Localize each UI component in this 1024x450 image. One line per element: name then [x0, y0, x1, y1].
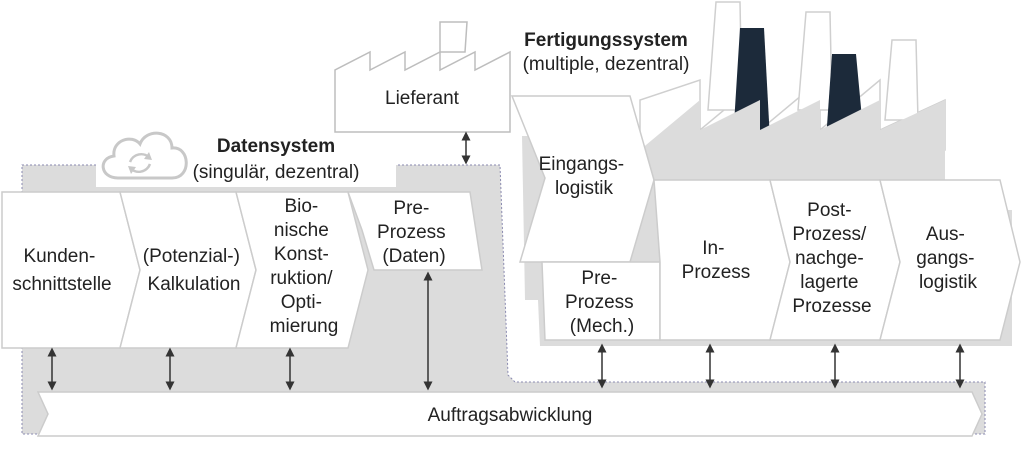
chevron-kalkulation: [119, 191, 257, 349]
auftragsabwicklung-bar: [36, 391, 983, 437]
post-prozess-label: Post- Prozess/ nachge- lagerte Prozesse: [792, 200, 871, 317]
cloud-sync-icon: [101, 131, 188, 180]
kalkulation-label: (Potenzial-) Kalkulation: [143, 246, 245, 295]
in-prozess-label: In- Prozess: [682, 238, 751, 283]
pre-daten-label: Pre- Prozess (Daten): [377, 198, 451, 267]
ausgangslogistik-label: Aus- gangs- logistik: [916, 224, 979, 293]
kunden-label: Kunden- schnittstelle: [12, 246, 111, 295]
fertigungssystem-subtitle: (multiple, dezentral): [523, 54, 690, 75]
datensystem-subtitle: (singulär, dezentral): [193, 162, 360, 183]
chevron-kunden: [1, 191, 141, 349]
pre-mech-label: Pre- Prozess (Mech.): [565, 268, 639, 337]
lieferant-label: Lieferant: [385, 88, 460, 109]
chevron-pre-daten: [346, 191, 483, 271]
auftragsabwicklung-label: Auftragsabwicklung: [428, 405, 593, 426]
chevron-in-prozess: [653, 179, 791, 341]
fertigungssystem-title: Fertigungssystem: [524, 30, 688, 51]
chevron-ausgangslogistik: [879, 179, 1021, 341]
datensystem-title: Datensystem: [217, 136, 335, 157]
eingangslogistik-label: Eingangs- logistik: [539, 154, 630, 199]
connector-arrows: [47, 131, 965, 391]
lieferant-factory: [334, 21, 511, 133]
bionik-label: Bio- nische Konst- ruktion/ Opti- mierun…: [270, 196, 339, 337]
